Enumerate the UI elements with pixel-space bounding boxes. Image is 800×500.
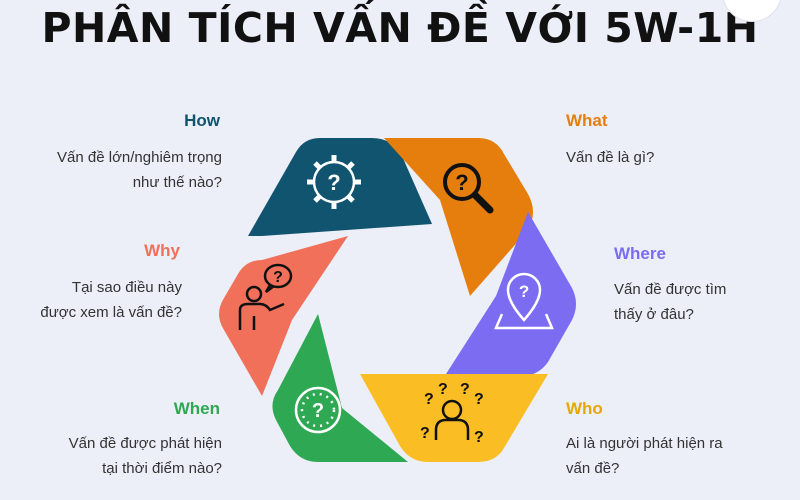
desc-who-line2: vấn đề?: [566, 460, 620, 477]
segment-where: [446, 212, 576, 376]
magnifier-question-icon: ?: [443, 163, 494, 214]
svg-text:?: ?: [474, 429, 484, 446]
segment-why: [219, 236, 348, 396]
person-questions-icon: ? ? ? ? ? ?: [420, 381, 484, 446]
page-title: PHÂN TÍCH VẤN ĐỀ VỚI 5W-1H: [41, 4, 759, 52]
desc-how-line1: Vấn đề lớn/nghiêm trọng: [57, 149, 222, 166]
label-when: When: [173, 399, 220, 418]
desc-who: Ai là người phát hiện ra vấn đề?: [566, 431, 796, 481]
desc-why-line2: được xem là vấn đề?: [40, 304, 182, 321]
label-how: How: [184, 111, 220, 130]
desc-when-line1: Vấn đề được phát hiện: [68, 435, 222, 452]
gear-question-icon: ?: [307, 155, 361, 209]
svg-text:?: ?: [474, 391, 484, 408]
desc-when-line2: tại thời điểm nào?: [102, 460, 222, 477]
desc-where-line2: thấy ở đâu?: [614, 306, 694, 323]
desc-why: Tại sao điều này được xem là vấn đề?: [0, 275, 182, 325]
segment-how: [248, 138, 432, 236]
desc-who-line1: Ai là người phát hiện ra: [566, 435, 723, 452]
desc-when: Vấn đề được phát hiện tại thời điểm nào?: [0, 431, 222, 481]
svg-text:?: ?: [327, 170, 340, 195]
label-why: Why: [144, 241, 180, 260]
segment-what: [384, 138, 533, 296]
segment-when: [272, 314, 408, 462]
svg-text:?: ?: [273, 269, 283, 286]
desc-what-line1: Vấn đề là gì?: [566, 149, 655, 166]
desc-why-line1: Tại sao điều này: [71, 279, 182, 296]
svg-text:?: ?: [438, 381, 448, 398]
svg-text:?: ?: [519, 282, 529, 301]
map-pin-question-icon: ?: [494, 272, 554, 330]
person-question-icon: ?: [238, 263, 293, 330]
desc-where: Vấn đề được tìm thấy ở đâu?: [614, 277, 800, 327]
label-who: Who: [566, 399, 603, 418]
svg-text:?: ?: [420, 425, 430, 442]
label-what: What: [566, 111, 608, 130]
desc-how: Vấn đề lớn/nghiêm trọng như thế nào?: [0, 145, 222, 195]
desc-how-line2: như thế nào?: [132, 174, 222, 191]
label-where: Where: [614, 244, 666, 263]
svg-text:?: ?: [455, 170, 468, 195]
desc-where-line1: Vấn đề được tìm: [614, 281, 727, 298]
svg-text:?: ?: [460, 381, 470, 398]
desc-what: Vấn đề là gì?: [566, 145, 796, 170]
svg-text:?: ?: [312, 400, 324, 422]
clock-question-icon: ?: [294, 386, 342, 434]
svg-text:?: ?: [424, 391, 434, 408]
